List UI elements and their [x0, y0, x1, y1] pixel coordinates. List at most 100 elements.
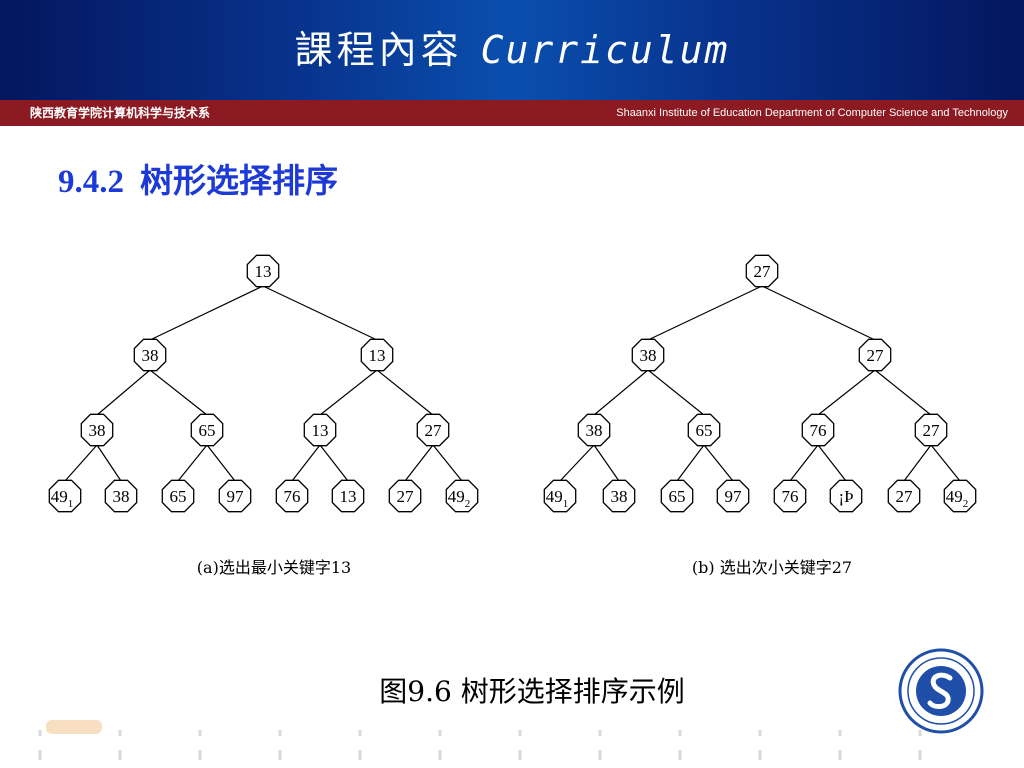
tree-edge	[676, 444, 705, 482]
tree-edge	[432, 444, 463, 482]
tree-node: 38	[80, 413, 114, 447]
tree-node: 65	[190, 413, 224, 447]
tree-edge	[291, 444, 321, 482]
tree-node-shape	[716, 479, 750, 513]
tree-node: 97	[716, 479, 750, 513]
tree-node-shape	[104, 479, 138, 513]
tree-edge	[64, 444, 98, 482]
tree-node-key: 13	[255, 262, 272, 281]
tree-node-key: 38	[142, 346, 159, 365]
tree-node-key: 65	[170, 487, 187, 506]
tree-node: 38	[104, 479, 138, 513]
tree-node-subscript: 1	[68, 498, 74, 510]
org-strip: 陕西教育学院计算机科学与技术系 Shaanxi Institute of Edu…	[0, 100, 1024, 126]
tree-edge	[319, 444, 349, 482]
tree-node-key: 38	[586, 421, 603, 440]
tree-node: 492	[943, 479, 977, 513]
tree-edge	[149, 285, 264, 341]
tree-node-key: 38	[113, 487, 130, 506]
institute-logo-icon	[898, 648, 984, 734]
tree-node-key: 97	[725, 487, 743, 506]
tree-node: ¡Þ	[829, 479, 863, 513]
tree-node-key: 38	[611, 487, 628, 506]
tree-node-shape	[577, 413, 611, 447]
tree-node-key: 492	[448, 487, 471, 510]
tree-edge	[761, 285, 876, 341]
tree-node: 491	[543, 479, 577, 513]
tree-node-key: 13	[369, 346, 386, 365]
tree-node-shape	[445, 479, 479, 513]
tree-node-subscript: 1	[563, 498, 569, 510]
banner-title-en: Curriculum	[480, 28, 730, 72]
tree-node: 491	[48, 479, 82, 513]
tree-edge	[149, 369, 208, 416]
tree-node-subscript: 2	[465, 498, 471, 510]
tree-node-key: 492	[946, 487, 969, 510]
tree-node-key: 97	[227, 487, 245, 506]
tree-node-key: 65	[696, 421, 713, 440]
tree-edge	[817, 444, 847, 482]
tree-node: 492	[445, 479, 479, 513]
tree-node-shape	[687, 413, 721, 447]
banner-title: 課程內容 Curriculum	[0, 0, 1024, 100]
tree-node-shape	[275, 479, 309, 513]
tree-node: 76	[773, 479, 807, 513]
tree-node: 38	[631, 338, 665, 372]
tree-node-shape	[416, 413, 450, 447]
tree-node-shape	[360, 338, 394, 372]
tree-edge	[903, 444, 932, 482]
tree-node: 76	[801, 413, 835, 447]
tree-node-key: 76	[284, 487, 301, 506]
tree-edge	[817, 369, 876, 416]
tree-node: 27	[416, 413, 450, 447]
tree-edge	[376, 369, 434, 416]
org-name-cn: 陕西教育学院计算机科学与技术系	[30, 106, 211, 120]
section-number: 9.4.2	[58, 164, 124, 200]
tree-node: 13	[360, 338, 394, 372]
tree-node-shape	[631, 338, 665, 372]
tree-node: 38	[602, 479, 636, 513]
tree-node-shape	[303, 413, 337, 447]
tree-node-shape	[388, 479, 422, 513]
tree-node: 27	[914, 413, 948, 447]
tree-edge	[319, 369, 378, 416]
tree-edge	[874, 369, 932, 416]
tree-edge	[559, 444, 595, 482]
tree-edge	[647, 285, 763, 341]
tree-edge	[593, 444, 620, 482]
tree-node-key: 27	[867, 346, 885, 365]
tree-edge	[177, 444, 208, 482]
tree-node-shape	[829, 479, 863, 513]
tree-edge	[703, 444, 734, 482]
tree-node: 38	[133, 338, 167, 372]
banner-title-cn: 課程內容	[294, 28, 463, 72]
tree-node-key: 491	[51, 487, 74, 510]
tree-node-shape	[48, 479, 82, 513]
tree-node-key: ¡Þ	[838, 487, 853, 506]
tree-edge	[789, 444, 819, 482]
tree-node-key: 65	[199, 421, 216, 440]
tree-edge	[647, 369, 705, 416]
tree-node-key: 65	[669, 487, 686, 506]
tree-node-shape	[133, 338, 167, 372]
tree-node-shape	[246, 254, 280, 288]
tree-edge	[930, 444, 961, 482]
tree-node: 13	[303, 413, 337, 447]
tree-node: 76	[275, 479, 309, 513]
tree-caption: (b) 选出次小关键字27	[692, 558, 852, 577]
tree-node: 13	[246, 254, 280, 288]
tree-edge	[96, 444, 122, 482]
tree-node-key: 13	[340, 487, 357, 506]
section-title: 树形选择排序	[140, 164, 338, 200]
tree-node-shape	[161, 479, 195, 513]
tree-node: 27	[858, 338, 892, 372]
tree-node-shape	[602, 479, 636, 513]
tree-node: 27	[388, 479, 422, 513]
tree-node-key: 38	[89, 421, 106, 440]
tree-node-shape	[914, 413, 948, 447]
footer-decoration	[46, 720, 102, 734]
tree-edge	[96, 369, 151, 416]
figure-caption: 图9.6 树形选择排序示例	[379, 675, 685, 708]
tree-node-key: 76	[782, 487, 799, 506]
